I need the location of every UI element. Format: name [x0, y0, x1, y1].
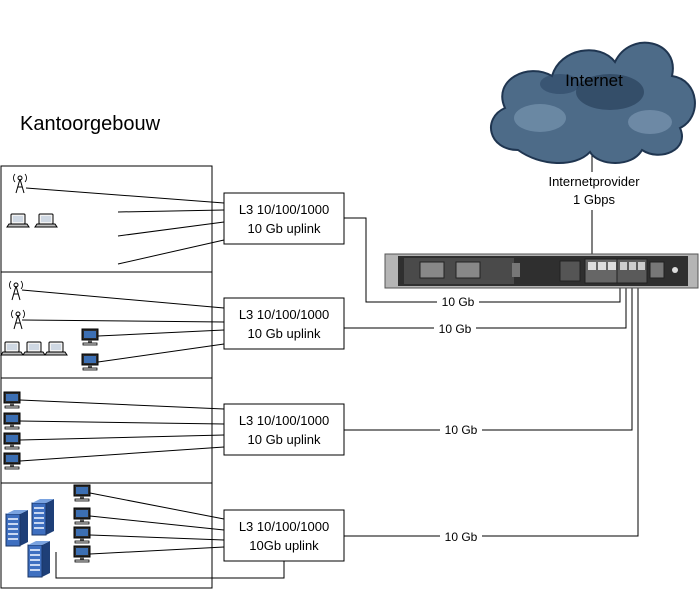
switch-3: L3 10/100/1000 10 Gb uplink	[223, 403, 345, 456]
internet-cloud-icon: Internet	[490, 41, 696, 164]
switch-1-model: L3 10/100/1000	[239, 202, 329, 217]
core-router	[384, 253, 699, 289]
provider-speed: 1 Gbps	[573, 192, 615, 207]
server-icon	[5, 509, 29, 547]
computer-icon	[3, 432, 21, 450]
floor-3	[0, 377, 213, 484]
computer-icon	[3, 452, 21, 470]
switch-4-uplink: 10Gb uplink	[249, 538, 319, 553]
uplink-label-4: 10 Gb	[445, 530, 478, 544]
switch-1: L3 10/100/1000 10 Gb uplink	[223, 192, 345, 245]
internet-label: Internet	[565, 71, 623, 90]
uplink-labels: 10 Gb 10 Gb 10 Gb 10 Gb	[434, 294, 482, 544]
switch-3-model: L3 10/100/1000	[239, 413, 329, 428]
uplink-label-2: 10 Gb	[439, 322, 472, 336]
computer-icon	[3, 412, 21, 430]
switch-3-uplink: 10 Gb uplink	[248, 432, 321, 447]
switch-2: L3 10/100/1000 10 Gb uplink	[223, 297, 345, 350]
uplink-label-1: 10 Gb	[442, 295, 475, 309]
switch-2-uplink: 10 Gb uplink	[248, 326, 321, 341]
server-icon	[27, 540, 51, 578]
computer-icon	[3, 391, 21, 409]
switch-2-model: L3 10/100/1000	[239, 307, 329, 322]
switch-4: L3 10/100/1000 10Gb uplink	[223, 509, 345, 562]
computer-icon	[73, 484, 91, 502]
switch-4-model: L3 10/100/1000	[239, 519, 329, 534]
provider-name: Internetprovider	[548, 174, 640, 189]
server-icon	[31, 498, 55, 536]
computer-icon	[81, 353, 99, 371]
internal-wiring	[19, 187, 285, 579]
floor-1	[0, 165, 213, 273]
uplink-label-3: 10 Gb	[445, 423, 478, 437]
switch-1-uplink: 10 Gb uplink	[248, 221, 321, 236]
building-title: Kantoorgebouw	[20, 113, 161, 135]
floor-2	[0, 271, 213, 379]
computer-icon	[81, 328, 99, 346]
